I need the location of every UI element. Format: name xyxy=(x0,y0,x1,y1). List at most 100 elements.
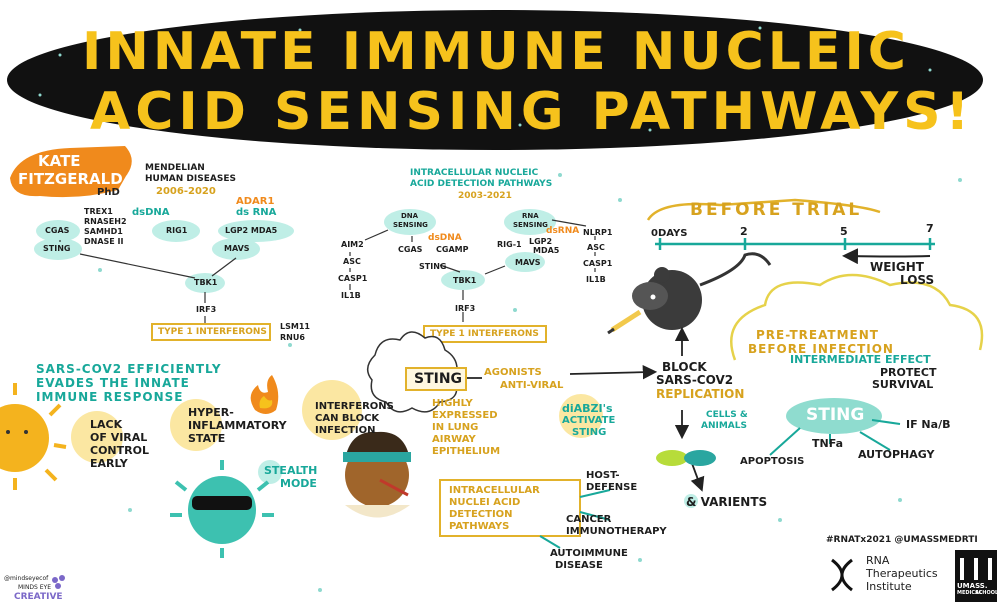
intracellular-il1b-left: IL1B xyxy=(341,291,361,300)
host-defense-1: HOST- xyxy=(586,470,620,481)
mendelian-tbk1: TBK1 xyxy=(194,278,218,287)
lack-2: OF VIRAL xyxy=(90,431,148,444)
intracellular-interferons: TYPE 1 INTERFERONS xyxy=(430,329,539,339)
sting-right-tnfa: TNFa xyxy=(812,437,844,450)
speaker-name-1: KATE xyxy=(38,152,81,170)
weight-loss-2: LOSS xyxy=(900,273,935,287)
mouse-illustration xyxy=(607,252,772,335)
block-1: BLOCK xyxy=(662,360,707,374)
intracellular-aim2: AIM2 xyxy=(341,240,364,249)
intracellular-heading-2: ACID DETECTION PATHWAYS xyxy=(410,179,553,189)
blob-hyper xyxy=(170,399,222,451)
gene-dnase2: DNASE II xyxy=(84,237,124,246)
diabzi-3: STING xyxy=(572,427,607,438)
weight-loss-arrow xyxy=(842,248,931,265)
blob-diabzi xyxy=(559,394,603,438)
mendelian-mavs: MAVS xyxy=(224,244,250,253)
title-banner xyxy=(7,10,983,150)
speaker-name-2: FITZGERALD xyxy=(18,170,123,188)
pretreatment-1: PRE-TREATMENT xyxy=(756,328,879,342)
pill-lgp2-1 xyxy=(218,220,294,242)
trial-bracket xyxy=(646,198,881,221)
pathways-box-2: NUCLEI ACID xyxy=(449,497,521,508)
intracellular-tbk1: TBK1 xyxy=(453,276,477,285)
pretreatment-3: INTERMEDIATE EFFECT xyxy=(790,353,931,366)
footer-hashtags: #RNATx2021 @UMASSMEDRTI xyxy=(826,535,978,545)
sars-line-3: IMMUNE RESPONSE xyxy=(36,390,184,404)
cancer-2: IMMUNOTHERAPY xyxy=(566,526,667,537)
trial-tick-2: 2 xyxy=(740,225,748,238)
autoimmune-1: AUTOIMMUNE xyxy=(550,548,628,559)
pretreatment-5: SURVIVAL xyxy=(872,378,934,391)
sting-expr-1: HIGHLY xyxy=(432,398,473,409)
hyper-1: HYPER- xyxy=(188,406,234,419)
speaker-suffix: PhD xyxy=(97,187,120,198)
box-interferons-1 xyxy=(151,323,271,341)
mendelian-rnu6: RNU6 xyxy=(280,333,305,342)
sting-flow-arrows xyxy=(465,326,705,492)
virus-orange-icon xyxy=(0,383,67,490)
hyper-2: INFLAMMATORY xyxy=(188,419,287,432)
ifn-1: INTERFERONS xyxy=(315,401,394,412)
speaker-tag xyxy=(10,146,132,198)
intracellular-years: 2003-2021 xyxy=(458,191,512,201)
lack-4: EARLY xyxy=(90,457,128,470)
intracellular-dsdna: dsDNA xyxy=(428,233,462,243)
hyper-3: STATE xyxy=(188,432,226,445)
sting-right-autophagy: AUTOPHAGY xyxy=(858,448,935,461)
intracellular-sting: STING xyxy=(419,262,447,271)
background-dots xyxy=(98,173,962,592)
umass-1: UMASS. xyxy=(957,582,988,590)
mendelian-cgas: cGAS xyxy=(45,226,70,235)
rna-sensing-1: RNA xyxy=(522,212,539,220)
mendelian-interferons: TYPE 1 INTERFERONS xyxy=(158,327,267,337)
sting-right-bubble xyxy=(786,398,882,434)
trial-tick-0: 0DAYS xyxy=(651,228,688,239)
mendelian-heading-2: HUMAN DISEASES xyxy=(145,174,236,184)
mendelian-years: 2006-2020 xyxy=(156,186,216,197)
sick-person-drawing xyxy=(343,431,411,518)
institute-1: RNA xyxy=(866,554,890,567)
artist-handle: @mindseyecof xyxy=(4,575,49,582)
umass-2: MEDICAL xyxy=(957,590,983,596)
intracellular-casp1-left: CASP1 xyxy=(338,274,368,283)
pretreatment-cloud xyxy=(730,273,984,361)
blob-stealth xyxy=(258,460,282,484)
pill-mavs-2 xyxy=(505,252,545,272)
mendelian-lgp2: LGP2 MDA5 xyxy=(225,226,278,235)
mendelian-irf3: IRF3 xyxy=(196,305,217,314)
dna-sensing-2: SENSING xyxy=(393,221,428,229)
sting-expr-5: EPITHELIUM xyxy=(432,446,501,457)
stealth-virus-icon xyxy=(170,460,274,558)
intracellular-lgp2-1: LGP2 xyxy=(529,237,553,246)
pretreatment-2: BEFORE INFECTION xyxy=(748,342,894,356)
stealth-2: MODE xyxy=(280,477,317,490)
mendelian-dsrna: ds RNA xyxy=(236,207,277,218)
mendelian-arrows xyxy=(59,240,237,324)
trial-tick-5: 5 xyxy=(840,225,848,238)
lack-1: LACK xyxy=(90,418,123,431)
title-line-2: ACID SENSING PATHWAYS! xyxy=(90,82,975,142)
mendelian-adar1: ADAR1 xyxy=(236,196,275,207)
sting-antiviral: ANTI-VIRAL xyxy=(500,380,564,391)
mendelian-dsdna: dsDNA xyxy=(132,207,170,218)
sting-right-links xyxy=(769,419,901,456)
intracellular-dsrna: dsRNA xyxy=(546,226,580,236)
pill-mavs-1 xyxy=(212,238,260,260)
cells-2: ANIMALS xyxy=(701,421,747,431)
umass-m-mark xyxy=(960,558,992,580)
intracellular-irf3: IRF3 xyxy=(455,304,476,313)
gene-trex1: TREX1 xyxy=(84,207,113,216)
artist-name-1: MINDS EYE xyxy=(18,584,52,591)
diabzi-2: ACTIVATE xyxy=(562,415,616,426)
box-interferons-2 xyxy=(423,325,547,343)
sting-right-label: STING xyxy=(806,405,865,425)
artist-name-2: CREATIVE xyxy=(14,592,63,602)
banner-sparkles xyxy=(38,26,932,132)
umass-3: SCHOOL xyxy=(975,590,999,596)
institute-2: Therapeutics xyxy=(866,567,938,580)
pathways-branches xyxy=(539,489,611,549)
intracellular-cgamp: cGAMP xyxy=(436,245,469,254)
artist-logo-mark xyxy=(52,575,65,589)
autoimmune-2: DISEASE xyxy=(555,560,603,571)
